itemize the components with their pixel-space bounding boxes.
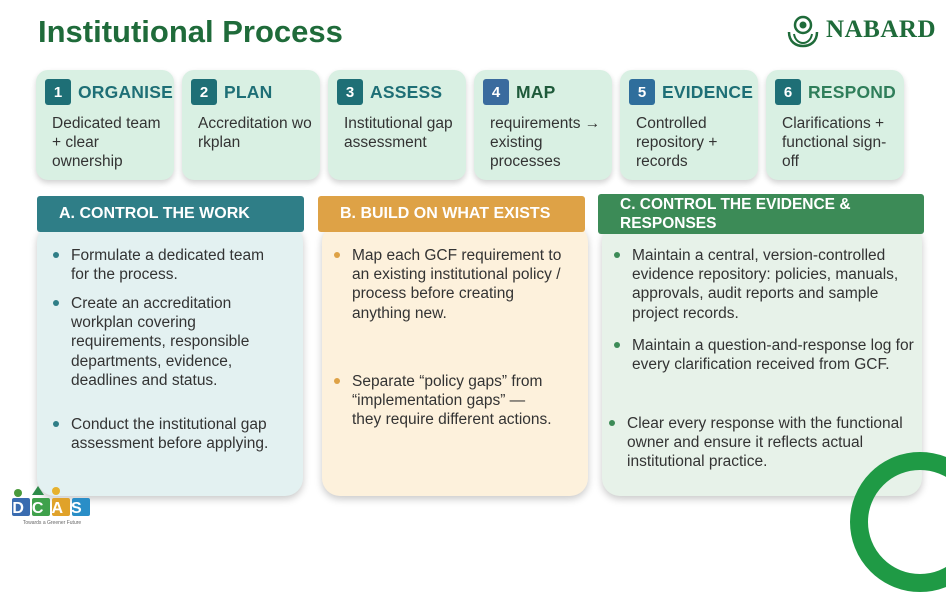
dcas-tagline: Towards a Greener Future <box>23 520 82 526</box>
step-description: Dedicated team + clear ownership <box>52 115 161 170</box>
bullet-item: Maintain a question-and-response log for… <box>614 337 914 374</box>
bullet-item: Formulate a dedicated team for the proce… <box>53 246 271 284</box>
dcas-logo: DCAS Towards a Greener Future <box>12 486 90 526</box>
panel-build-on-what-exists: Map each GCF requirement to an existing … <box>322 224 588 496</box>
step-map: 4 MAP requirements → existing processes <box>474 70 612 180</box>
page-title: Institutional Process <box>38 14 343 49</box>
header-control-the-evidence: C. CONTROL THE EVIDENCE & RESPONSES <box>598 194 924 234</box>
bullet-item: Conduct the institutional gap assessment… <box>53 415 271 453</box>
bullet-item: Maintain a central, version-controlled e… <box>614 246 914 323</box>
step-organise: 1 ORGANISE Dedicated team + clear owners… <box>36 70 174 180</box>
step-assess: 3 ASSESS Institutional gap assessment <box>328 70 466 180</box>
step-evidence: 5 EVIDENCE Controlled repository + recor… <box>620 70 758 180</box>
bullet-item: Separate “policy gaps” from “implementat… <box>334 373 552 429</box>
step-description: Accreditation workplan <box>198 115 312 151</box>
nabard-brand-text: NABARD <box>826 16 936 43</box>
step-number: 4 <box>483 79 509 105</box>
step-title: PLAN <box>224 82 273 102</box>
bullet-item: Clear every response with the functional… <box>609 414 911 472</box>
step-number: 3 <box>337 79 363 105</box>
step-title: ASSESS <box>370 82 443 102</box>
process-steps: 1 ORGANISE Dedicated team + clear owners… <box>36 70 906 180</box>
header-control-the-work: A. CONTROL THE WORK <box>37 196 304 232</box>
step-description: Institutional gap assessment <box>344 115 453 151</box>
step-title: EVIDENCE <box>662 82 754 102</box>
step-title: ORGANISE <box>78 82 173 102</box>
nabard-emblem-icon <box>787 15 819 48</box>
step-respond: 6 RESPOND Clarifications + functional si… <box>766 70 904 180</box>
bullet-item: Create an accreditation workplan coverin… <box>53 294 271 390</box>
bullet-item: Map each GCF requirement to an existing … <box>334 246 564 323</box>
step-description: requirements → existing processes <box>490 115 601 170</box>
panel-control-the-evidence: Maintain a central, version-controlled e… <box>602 224 922 496</box>
step-number: 1 <box>45 79 71 105</box>
step-description: Clarifications + functional sign-off <box>782 115 887 170</box>
step-number: 6 <box>775 79 801 105</box>
dcas-logo-text: DCAS <box>12 500 89 517</box>
step-title: RESPOND <box>808 82 896 102</box>
step-description: Controlled repository + records <box>636 115 718 170</box>
nabard-logo: NABARD <box>786 12 936 48</box>
step-title: MAP <box>516 82 556 102</box>
header-build-on-what-exists: B. BUILD ON WHAT EXISTS <box>318 196 585 232</box>
step-number: 5 <box>629 79 655 105</box>
step-number: 2 <box>191 79 217 105</box>
panel-control-the-work: Formulate a dedicated team for the proce… <box>37 224 303 496</box>
step-plan: 2 PLAN Accreditation workplan <box>182 70 320 180</box>
